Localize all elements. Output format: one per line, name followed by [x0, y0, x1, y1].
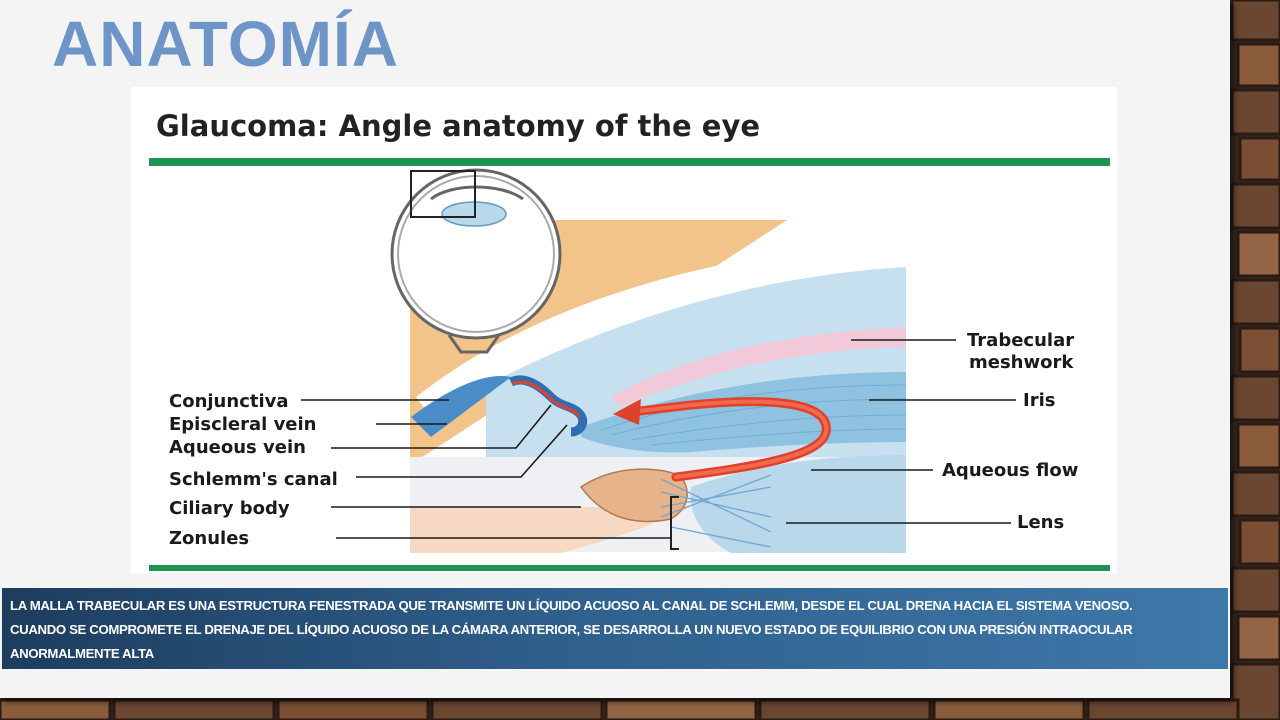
label-meshwork: meshwork: [969, 352, 1074, 373]
aqueous-vein-path: [512, 380, 581, 418]
slide-title: ANATOMÍA: [52, 8, 399, 80]
caption-box: LA MALLA TRABECULAR ES UNA ESTRUCTURA FE…: [2, 588, 1228, 669]
figure-title: Glaucoma: Angle anatomy of the eye: [156, 109, 761, 143]
label-aqueous-flow: Aqueous flow: [942, 460, 1078, 481]
trabecular-band: [611, 327, 906, 407]
eyeball-inset: [390, 168, 562, 354]
schlemms-canal: [509, 375, 588, 437]
label-zonules: Zonules: [169, 528, 249, 549]
caption-line-3: ANORMALMENTE ALTA: [10, 646, 154, 661]
label-iris: Iris: [1023, 390, 1055, 411]
label-aqueous-vein: Aqueous vein: [169, 437, 306, 458]
label-trabecular: Trabecular: [967, 330, 1074, 351]
conjunctiva-band: [411, 376, 511, 437]
eye-angle-diagram: Conjunctiva Episcleral vein Aqueous vein…: [169, 168, 1078, 553]
aqueous-flow-arrowhead: [613, 399, 641, 425]
zonules-fibers: [660, 474, 772, 548]
caption-line-1: LA MALLA TRABECULAR ES UNA ESTRUCTURA FE…: [10, 598, 1133, 613]
ciliary-region-bg: [410, 507, 691, 553]
label-schlemms-canal: Schlemm's canal: [169, 469, 338, 490]
label-episcleral-vein: Episcleral vein: [169, 414, 317, 435]
label-conjunctiva: Conjunctiva: [169, 391, 289, 412]
figure-rule-top: [149, 158, 1110, 166]
slide: ANATOMÍA Glaucoma: Angle anatomy of the …: [0, 0, 1230, 698]
corneal-band: [416, 237, 906, 417]
label-ciliary-body: Ciliary body: [169, 498, 290, 519]
zonules-bracket: [670, 496, 679, 550]
caption-line-2: CUANDO SE COMPROMETE EL DRENAJE DEL LÍQU…: [10, 622, 1133, 637]
figure-rule-bottom: [149, 565, 1110, 571]
inset-focus-box: [410, 170, 476, 218]
aqueous-flow-arrow-inner: [629, 399, 829, 479]
lens-region: [690, 455, 906, 553]
anatomy-figure: Glaucoma: Angle anatomy of the eye: [131, 87, 1117, 573]
label-lens: Lens: [1017, 512, 1064, 533]
ciliary-body: [579, 468, 688, 523]
